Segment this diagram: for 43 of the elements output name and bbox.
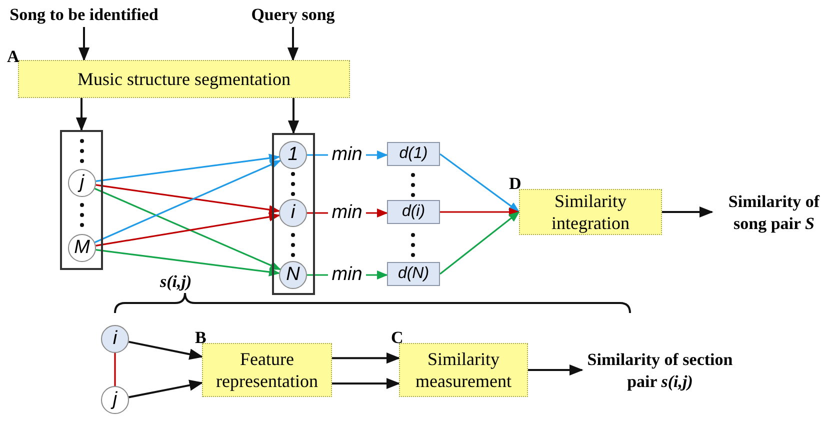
arrow xyxy=(76,98,88,132)
distance-box: d(i) xyxy=(387,200,440,224)
pair-label: s(i,j) xyxy=(160,273,192,290)
arrow xyxy=(96,184,280,214)
distance-box: d(N) xyxy=(387,262,440,286)
arrow xyxy=(662,206,714,218)
input-label: Query song xyxy=(240,3,346,27)
connector-line xyxy=(307,154,328,156)
arrow xyxy=(78,27,90,62)
arrow xyxy=(96,248,280,276)
output-label: Similarity of section pair s(i,j) xyxy=(582,348,738,394)
connector-line xyxy=(307,212,328,214)
arrow xyxy=(128,380,204,398)
arrow xyxy=(528,364,584,376)
operator-label: min xyxy=(328,263,366,287)
section-list-box xyxy=(272,133,315,295)
arrow xyxy=(440,153,520,213)
arrow xyxy=(440,208,520,216)
output-label: Similarity of song pair S xyxy=(712,190,836,236)
panel-letter: B xyxy=(195,329,206,346)
operator-label: min xyxy=(328,143,366,167)
arrow xyxy=(287,27,299,62)
operator-label: min xyxy=(328,201,366,225)
input-label: Song to be identified xyxy=(6,3,162,27)
panel-letter: D xyxy=(509,175,522,192)
arrow xyxy=(366,150,388,160)
panel-letter: C xyxy=(391,329,404,346)
arrow xyxy=(366,270,388,280)
arrow xyxy=(96,154,280,182)
arrow xyxy=(332,352,400,364)
arrow xyxy=(440,211,520,275)
connector-line xyxy=(114,353,116,386)
arrow xyxy=(366,208,388,218)
arrow xyxy=(332,378,400,390)
arrow xyxy=(288,98,300,134)
arrow xyxy=(94,160,282,244)
panel-letter: A xyxy=(7,48,20,65)
arrow xyxy=(128,340,204,360)
arrow xyxy=(94,188,282,270)
section-list-box xyxy=(60,130,103,270)
arrow xyxy=(96,212,280,246)
connector-line xyxy=(307,274,328,276)
distance-box: d(1) xyxy=(387,142,440,166)
